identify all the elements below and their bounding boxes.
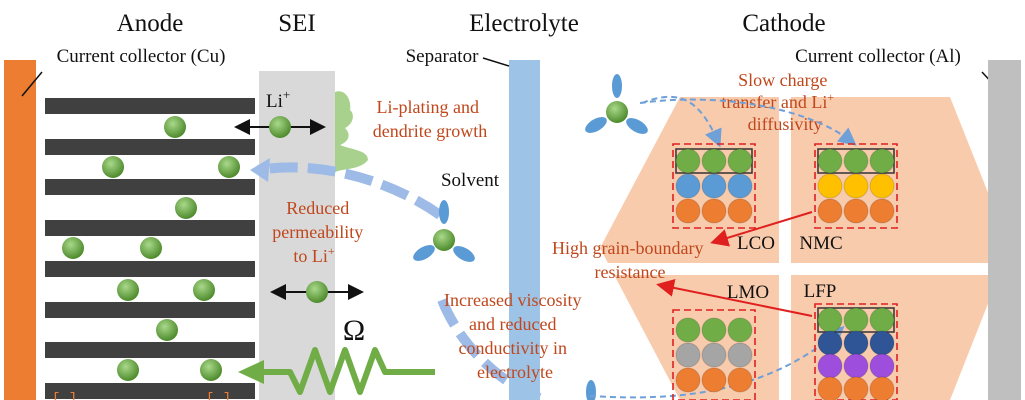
- annotation-slow-charge-transfer: Slow charge transfer and Li+ diffusivity: [721, 70, 838, 134]
- cathode-diffusion-arrow-nmc: [639, 98, 857, 146]
- cu-collector-label: Current collector (Cu): [57, 46, 226, 67]
- crystal-lfp: [814, 303, 898, 400]
- lmo-atom: [727, 317, 753, 343]
- lfp-atom: [869, 353, 895, 379]
- lmo-atom: [727, 342, 753, 368]
- lco-label: LCO: [737, 233, 775, 254]
- lfp-label: LFP: [804, 281, 837, 302]
- header-electrolyte: Electrolyte: [469, 10, 579, 37]
- annotation-reduced-permeability: Reduced permeability to Li+: [272, 198, 367, 266]
- solvent-label: Solvent: [441, 170, 500, 191]
- lco-atom: [701, 198, 727, 224]
- nmc-atom: [869, 173, 895, 199]
- header-sei: SEI: [278, 10, 316, 37]
- li-ion-sei-top: [269, 116, 291, 138]
- copper-current-collector: [4, 60, 36, 400]
- lmo-atom: [727, 367, 753, 393]
- lmo-label: LMO: [727, 282, 769, 303]
- lmo-atom: [675, 317, 701, 343]
- grain-boundary-arrow-upper: [710, 211, 813, 247]
- lco-atom: [701, 173, 727, 199]
- crystal-lco: [672, 143, 756, 229]
- solvent-molecule: [413, 200, 475, 262]
- resistance-zigzag: [262, 347, 435, 395]
- lmo-atom: [701, 342, 727, 368]
- aluminum-current-collector: [988, 60, 1021, 400]
- dendrite-growth: [335, 91, 368, 172]
- solvent-partial-bottom: [586, 380, 596, 400]
- lco-atom: [727, 173, 753, 199]
- cathode-diffusion-arrow-lco: [641, 95, 722, 148]
- lfp-atom: [869, 330, 895, 356]
- lmo-atom: [675, 367, 701, 393]
- nmc-atom: [843, 198, 869, 224]
- lfp-atom: [817, 307, 843, 333]
- lfp-atom: [843, 353, 869, 379]
- nmc-atom: [869, 198, 895, 224]
- lfp-atom: [817, 330, 843, 356]
- li-ion-label: Li+: [266, 87, 290, 112]
- lmo-atom: [701, 317, 727, 343]
- lco-atom: [675, 173, 701, 199]
- cu-collector-leader: [21, 71, 43, 97]
- annotation-viscosity: Increased viscosity and reduced conducti…: [444, 290, 586, 382]
- separator-leader: [482, 57, 510, 67]
- cathode-divider-vertical: [779, 97, 791, 400]
- lfp-atom: [843, 376, 869, 400]
- nmc-atom: [817, 173, 843, 199]
- omega-symbol: Ω: [343, 314, 365, 347]
- lco-atom: [675, 198, 701, 224]
- li-ions-anode: [62, 116, 240, 381]
- nmc-atom: [869, 148, 895, 174]
- separator-label: Separator: [406, 46, 479, 67]
- crystal-lmo: [672, 309, 756, 400]
- partial-bracket-right: [ ]: [206, 391, 231, 400]
- graphite-layers: [45, 98, 255, 399]
- lfp-atom: [869, 307, 895, 333]
- nmc-atom: [843, 148, 869, 174]
- grain-boundary-arrow-lower: [656, 278, 813, 317]
- li-flow-arrow-to-anode: [257, 162, 443, 220]
- annotation-li-plating: Li-plating and dendrite growth: [373, 97, 487, 141]
- li-flow-arrowhead: [250, 158, 270, 182]
- lfp-atom: [817, 376, 843, 400]
- annotation-grain-boundary: High grain-boundary resistance: [552, 238, 708, 282]
- header-anode: Anode: [117, 10, 184, 37]
- solvent-molecule-cathode: [585, 74, 648, 134]
- resistance-arrowhead: [238, 360, 264, 384]
- crystal-nmc: [814, 143, 898, 229]
- lco-atom: [727, 148, 753, 174]
- nmc-atom: [843, 173, 869, 199]
- lfp-atom: [843, 307, 869, 333]
- nmc-atom: [817, 198, 843, 224]
- lfp-atom: [817, 353, 843, 379]
- nmc-atom: [817, 148, 843, 174]
- lco-atom: [701, 148, 727, 174]
- header-cathode: Cathode: [742, 10, 825, 37]
- lco-atom: [675, 148, 701, 174]
- separator: [509, 60, 540, 400]
- nmc-label: NMC: [799, 233, 842, 254]
- al-collector-label: Current collector (Al): [795, 46, 961, 67]
- partial-bracket-left: [ ]: [52, 391, 77, 400]
- lfp-atom: [843, 330, 869, 356]
- lfp-atom: [869, 376, 895, 400]
- lmo-atom: [675, 342, 701, 368]
- lmo-atom: [701, 367, 727, 393]
- li-ion-sei-bottom: [306, 281, 328, 303]
- cathode-divider-horizontal: [600, 263, 1010, 275]
- lco-atom: [727, 198, 753, 224]
